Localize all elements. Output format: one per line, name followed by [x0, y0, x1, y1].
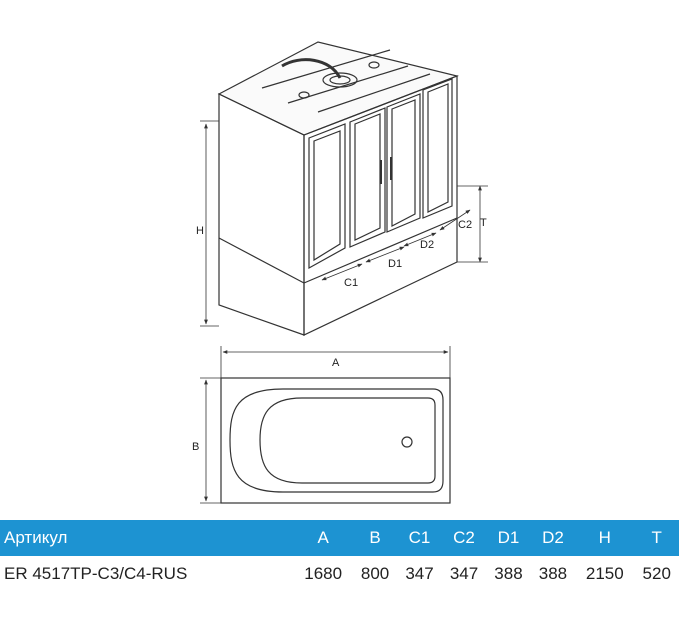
cell-a: 1680 [304, 564, 343, 583]
table-header-row: Артикул A B C1 C2 D1 D2 H T [0, 520, 679, 556]
dim-label-c2: C2 [458, 219, 472, 231]
dim-label-d1: D1 [388, 258, 402, 270]
right-door-inner [391, 99, 416, 227]
left-side-panel [308, 123, 346, 270]
right-side-panel [422, 78, 453, 219]
specification-table: Артикул A B C1 C2 D1 D2 H T ER 4517TP-C3… [0, 520, 679, 592]
dim-label-c1: C1 [344, 277, 358, 289]
bath-dimension-lines [200, 346, 451, 504]
cell-d2: 388 [538, 564, 568, 583]
dim-label-d2: D2 [420, 239, 434, 251]
header-h: H [575, 520, 635, 556]
cell-article: ER 4517TP-C3/C4-RUS [4, 564, 188, 583]
header-c1: C1 [397, 520, 442, 556]
dim-label-t: T [480, 217, 487, 229]
header-t: T [634, 520, 679, 556]
cabin-roof [217, 41, 460, 136]
header-article: Артикул [0, 520, 294, 556]
d2-dimension-line [403, 232, 437, 247]
left-door [349, 107, 386, 248]
c1-dimension-line [321, 263, 363, 281]
right-door [386, 93, 421, 233]
cell-t: 520 [642, 564, 671, 583]
roof-vent-pipe [281, 58, 342, 79]
table-row: ER 4517TP-C3/C4-RUS 1680 800 347 347 388… [0, 556, 679, 592]
right-side-panel-inner [427, 83, 449, 213]
cell-d1: 388 [494, 564, 523, 583]
header-d1: D1 [486, 520, 531, 556]
roof-groove-1 [261, 49, 391, 89]
cell-b: 800 [360, 564, 390, 583]
roof-groove-3 [317, 73, 431, 113]
bath-base-left [218, 237, 305, 284]
bath-plan-view [220, 377, 451, 504]
cabin-left-side [218, 93, 305, 336]
bath-outline [220, 377, 451, 504]
cabin-dimension-lines [200, 120, 488, 327]
roof-groove-2 [287, 65, 409, 104]
cell-c1: 347 [405, 564, 434, 583]
header-c2: C2 [441, 520, 487, 556]
header-a: A [293, 520, 353, 556]
header-b: B [352, 520, 398, 556]
dim-label-a: A [332, 357, 340, 369]
left-door-inner [354, 113, 381, 241]
left-side-panel-inner [313, 130, 341, 262]
cell-h: 2150 [585, 564, 624, 583]
dim-label-b: B [192, 441, 199, 453]
roof-light-right [368, 61, 380, 69]
d1-dimension-line [365, 246, 405, 263]
bath-rim [229, 388, 444, 493]
c2-dimension-line [439, 209, 471, 231]
dim-label-h: H [196, 225, 204, 237]
bath-basin [259, 397, 436, 484]
header-d2: D2 [530, 520, 576, 556]
bath-drain [401, 436, 413, 448]
cell-c2: 347 [449, 564, 479, 583]
shower-cabin-3d-view [217, 41, 460, 336]
